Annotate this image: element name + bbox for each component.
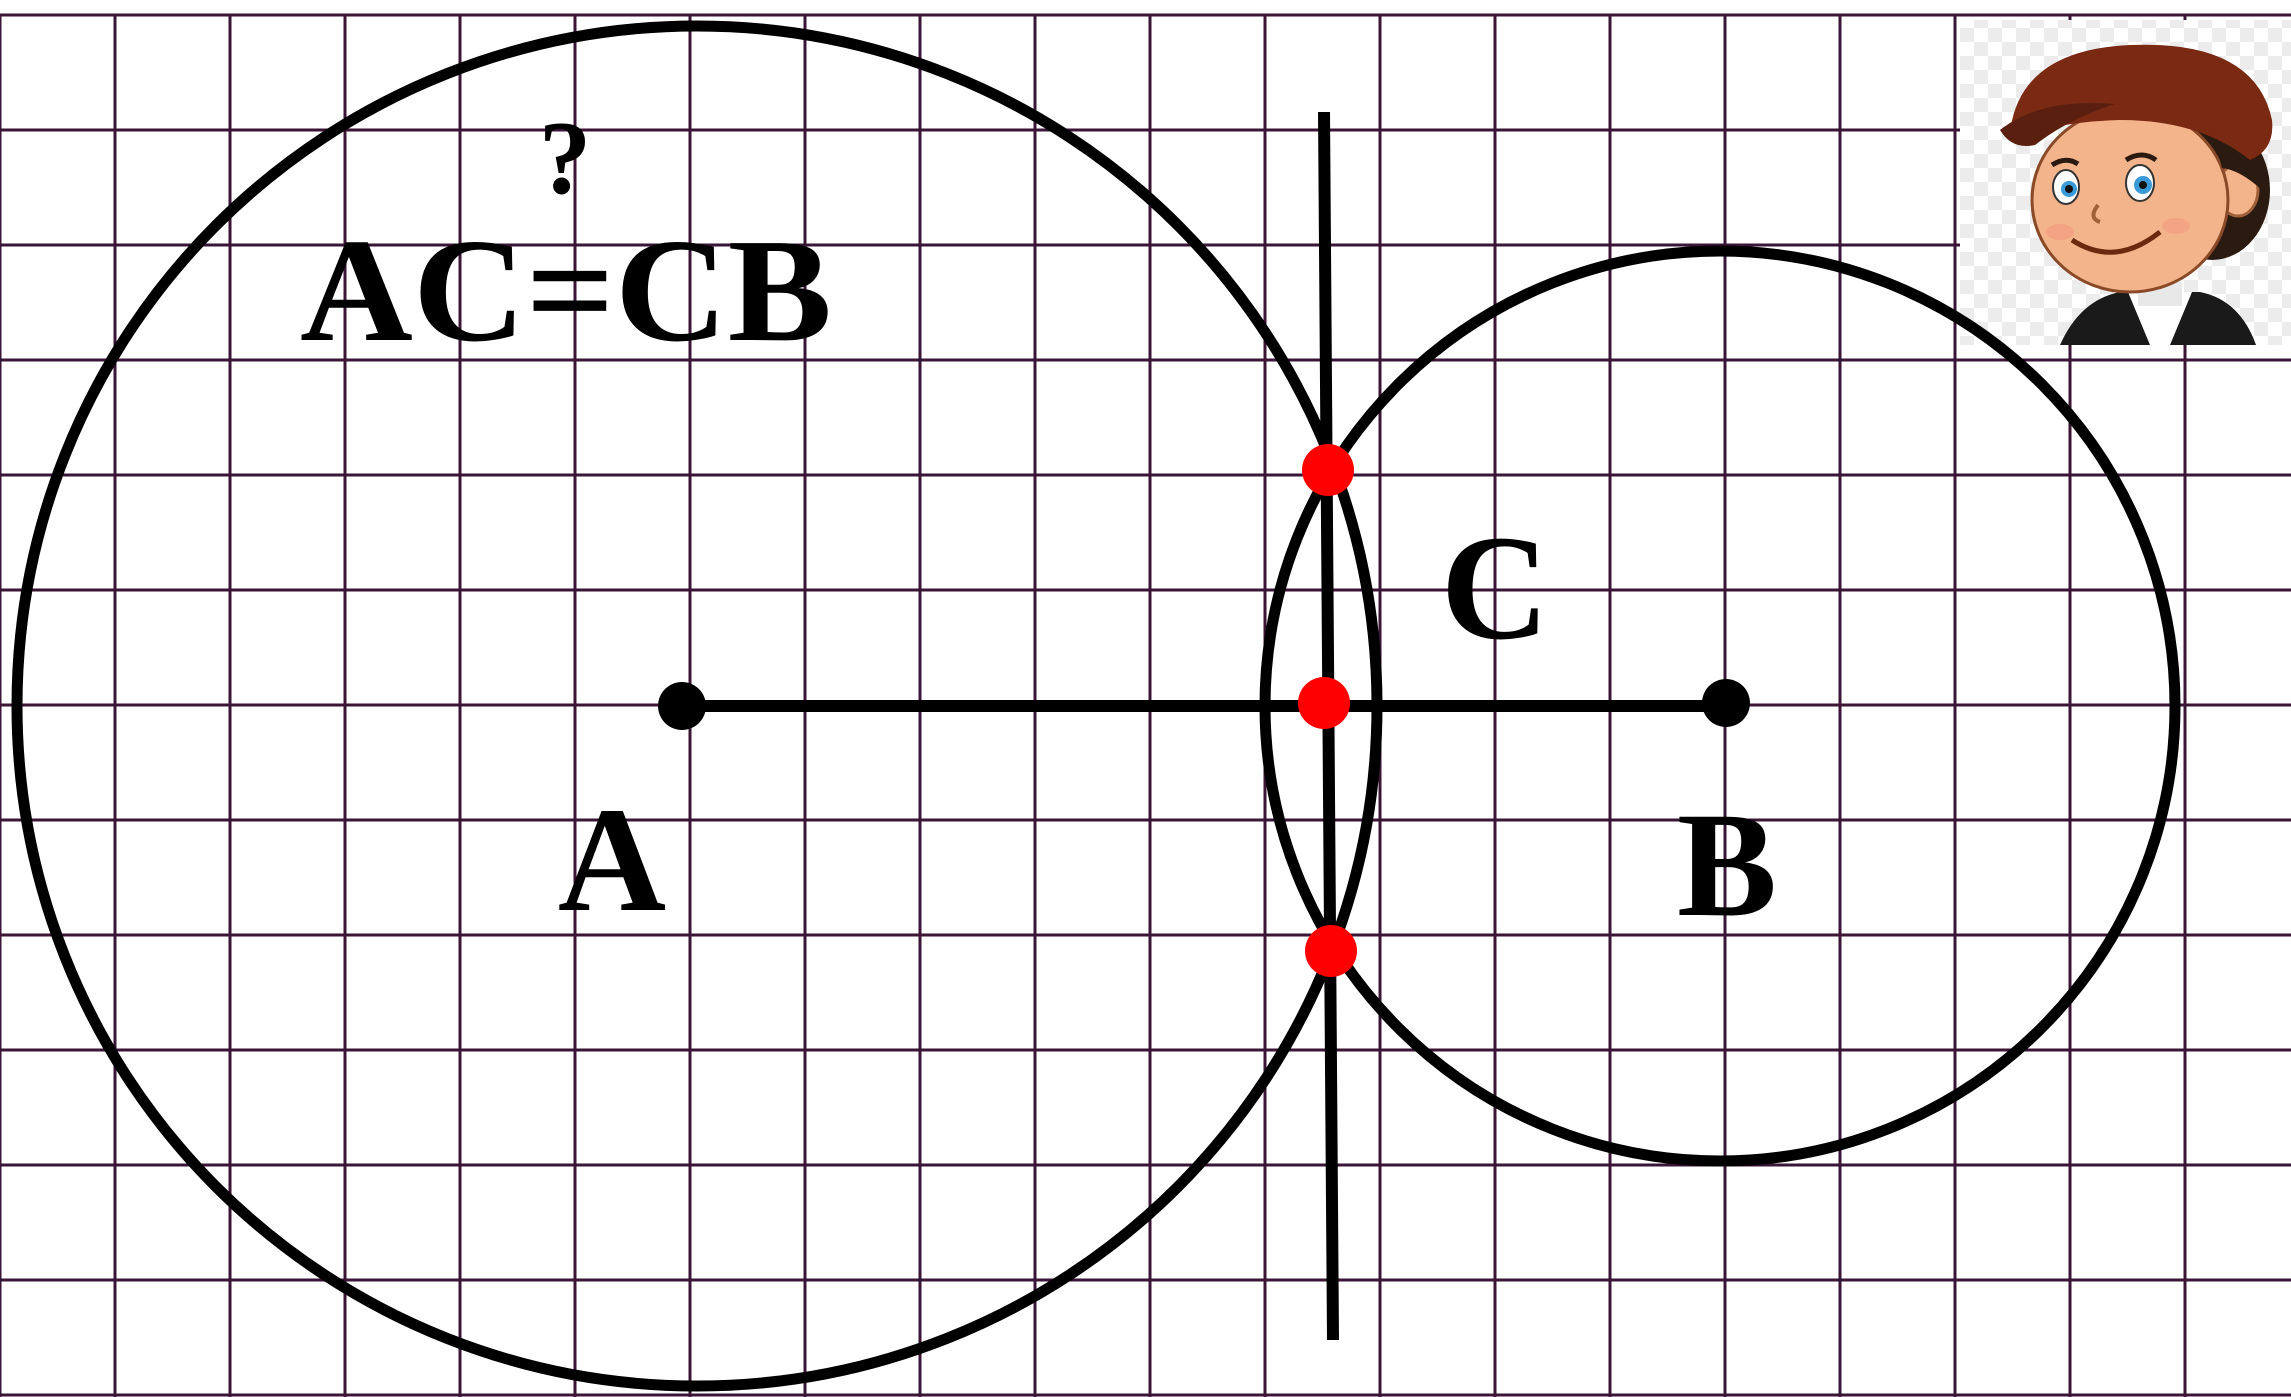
equation-label: AC=CB	[300, 209, 832, 373]
label-b: B	[1677, 782, 1777, 948]
boy-with-cap-icon	[2000, 44, 2273, 345]
label-c: C	[1441, 505, 1549, 671]
intersection-top-dot	[1302, 444, 1354, 496]
label-a: A	[558, 777, 666, 943]
endpoint-a-dot	[658, 682, 706, 730]
endpoint-b-dot	[1702, 679, 1750, 727]
intersection-bottom-dot	[1305, 925, 1357, 977]
question-mark: ?	[539, 99, 592, 216]
midpoint-c-dot	[1298, 677, 1350, 729]
